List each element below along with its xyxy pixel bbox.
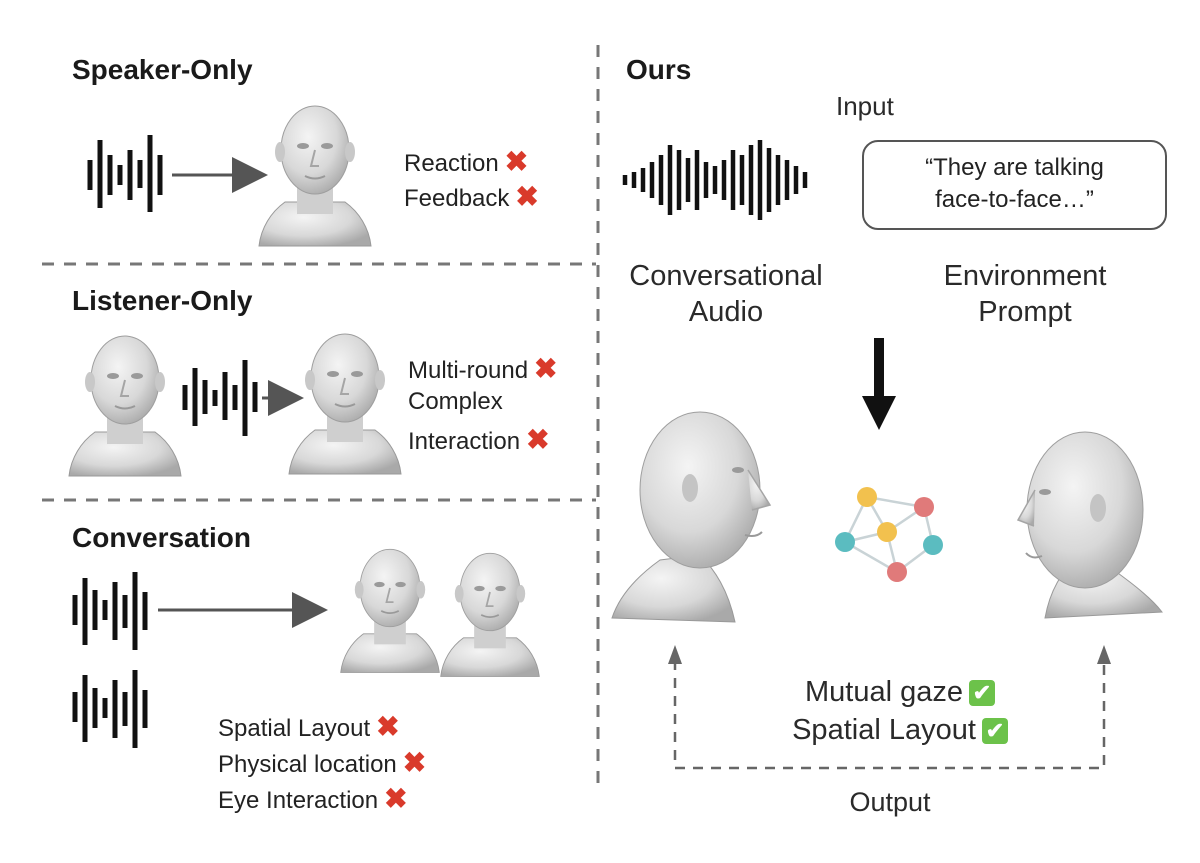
prompt-text-line: face-to-face…” <box>935 186 1094 213</box>
head-3d-icon <box>68 335 182 477</box>
limitation-item: Interaction✖ <box>408 424 550 455</box>
limitation-item: Physical location✖ <box>218 747 427 778</box>
limitation-item: Multi-round✖ <box>408 353 558 384</box>
input-label: Input <box>836 91 894 121</box>
cross-icon: ✖ <box>504 146 529 177</box>
achievement-item: Spatial Layout✔ <box>752 712 1048 748</box>
head-3d-icon <box>439 552 541 678</box>
check-icon: ✔ <box>969 680 995 707</box>
prompt-label: Environment Prompt <box>943 260 1107 328</box>
waveform-icon <box>622 140 808 220</box>
limitation-item: Reaction✖ <box>404 146 529 177</box>
down-arrow-icon <box>862 338 896 430</box>
waveform-icon <box>87 135 163 212</box>
output-loop-arrow <box>673 660 1106 770</box>
audio-label: Conversational Audio <box>629 260 823 328</box>
graph-network-icon <box>835 487 943 582</box>
panel-title-ours: Ours <box>626 54 692 85</box>
waveform-icon <box>72 572 148 650</box>
achievement-item: Mutual gaze✔ <box>760 674 1040 710</box>
panel-title-listener-only: Listener-Only <box>72 285 253 316</box>
limitation-item: Eye Interaction✖ <box>218 783 408 814</box>
limitation-item: Spatial Layout✖ <box>218 711 400 742</box>
head-3d-icon <box>339 548 441 674</box>
panel-title-conversation: Conversation <box>72 522 251 553</box>
waveform-icon <box>72 670 148 748</box>
cross-icon: ✖ <box>515 181 539 212</box>
panel-title-speaker-only: Speaker-Only <box>72 54 253 85</box>
cross-icon: ✖ <box>384 783 408 814</box>
head-3d-icon <box>258 105 372 247</box>
check-icon: ✔ <box>981 718 1008 745</box>
cross-icon: ✖ <box>526 424 550 455</box>
waveform-icon <box>182 360 258 436</box>
limitation-item: Feedback✖ <box>404 181 539 212</box>
head-3d-icon <box>611 411 772 623</box>
cross-icon: ✖ <box>376 711 400 742</box>
cross-icon: ✖ <box>534 353 558 384</box>
cross-icon: ✖ <box>402 747 427 778</box>
head-3d-icon <box>1016 431 1163 619</box>
prompt-text-line: “They are talking <box>925 154 1104 181</box>
environment-prompt-box: “They are talking face-to-face…” <box>862 140 1167 230</box>
limitation-item: Complex <box>408 388 503 415</box>
output-label: Output <box>849 787 931 817</box>
head-3d-icon <box>288 333 402 475</box>
